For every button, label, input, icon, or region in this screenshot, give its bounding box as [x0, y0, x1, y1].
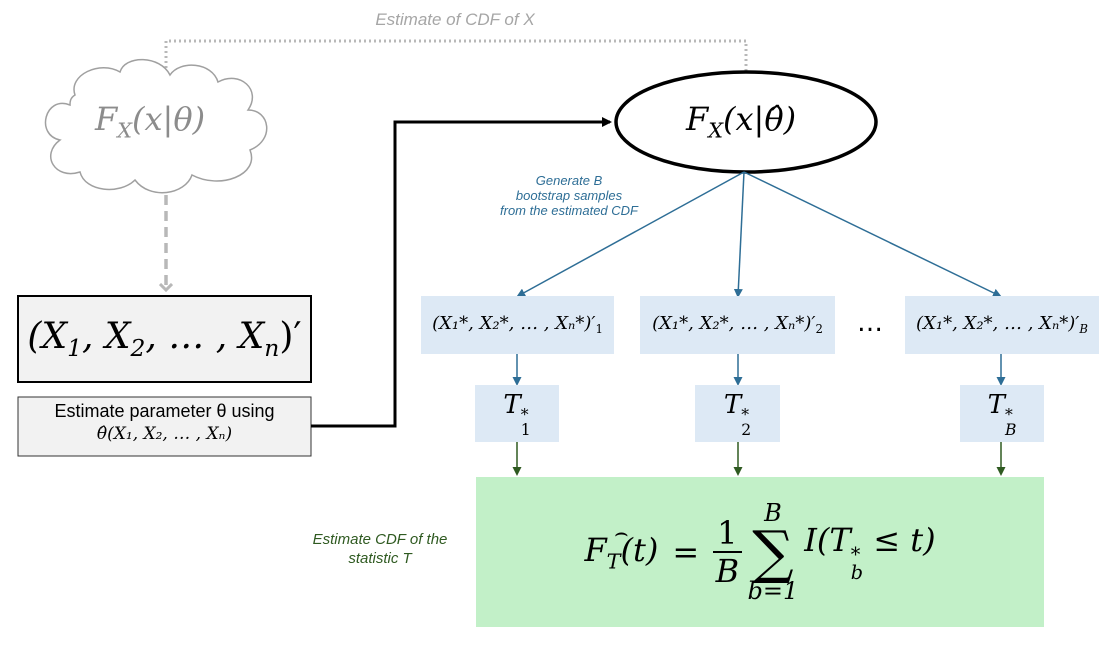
cloud-shape	[44, 58, 268, 194]
formula-sum: B ∑ b=1	[747, 499, 799, 605]
estimate-box-shape	[17, 396, 312, 457]
statistic-t2: T*2	[695, 385, 780, 442]
blue-arrow-1	[516, 171, 745, 297]
estimate-label: Estimate parameter θ using θ̂(X₁, X₂, … …	[54, 401, 275, 444]
statistic-t1: T*1	[475, 385, 559, 442]
bootstrap-sample-b: (X₁*, X₂*, … , Xₙ*)′B	[905, 296, 1099, 354]
blue-arrow-3	[743, 171, 1002, 297]
statistic-tb: T*B	[960, 385, 1044, 442]
ellipsis-between: …	[857, 308, 883, 338]
blue-arrow-2	[733, 171, 745, 298]
bootstrap-sample-1: (X₁*, X₂*, … , Xₙ*)′1	[421, 296, 614, 354]
cloud-label: FX(x|θ)	[95, 100, 206, 143]
ellipse-shape	[614, 70, 878, 174]
formula-fraction: 1 B	[713, 515, 742, 589]
ellipse-label: FX(x|θ̂)	[686, 100, 797, 143]
bootstrap-sample-2: (X₁*, X₂*, … , Xₙ*)′2	[640, 296, 835, 354]
formula-lhs: ⌢ FT(t)	[584, 520, 659, 574]
sample-box-shape	[17, 295, 312, 383]
sample-label: (X1, X2, … , Xn)′	[27, 315, 302, 363]
generate-note: Generate B bootstrap samples from the es…	[500, 173, 638, 218]
formula-box-shape	[476, 477, 1044, 627]
formula: ⌢ FT(t) = 1 B B ∑ b=1 I(T*b ≤ t)	[584, 499, 936, 605]
black-connector	[311, 117, 612, 428]
cdf-note: Estimate CDF of the statistic T	[312, 531, 448, 567]
dotted-connector	[164, 39, 748, 98]
top-note: Estimate of CDF of X	[375, 10, 535, 29]
